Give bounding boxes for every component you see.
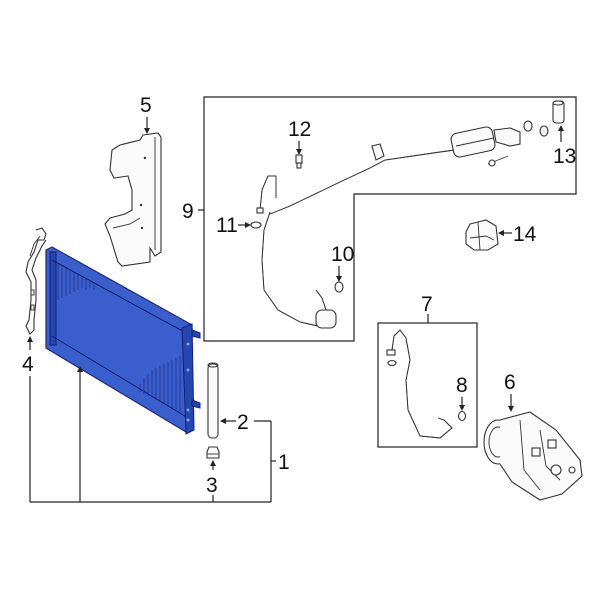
o-ring-upper-b[interactable] (539, 125, 549, 137)
callout-13: 13 (553, 145, 576, 168)
insulator-part[interactable] (465, 219, 499, 251)
o-ring-11-part[interactable] (250, 221, 262, 229)
callout-14: 14 (513, 223, 537, 246)
service-valve-cap-part[interactable] (552, 100, 565, 124)
suction-line-part[interactable] (256, 126, 521, 329)
discharge-hose-part[interactable] (386, 329, 453, 439)
callout-11: 11 (216, 214, 238, 237)
o-ring-7-part[interactable] (387, 359, 397, 367)
receiver-drier-part[interactable] (207, 362, 219, 439)
callout-6: 6 (504, 371, 516, 394)
air-deflector-part[interactable] (104, 132, 162, 267)
condenser-part[interactable] (45, 246, 201, 435)
callout-2: 2 (237, 411, 249, 434)
callout-7: 7 (421, 293, 433, 316)
o-ring-upper-a[interactable] (523, 120, 533, 132)
condenser-bracket-part[interactable] (25, 227, 47, 335)
callout-12: 12 (288, 118, 311, 141)
callout-8: 8 (456, 374, 468, 397)
callout-4: 4 (22, 353, 34, 376)
pressure-switch-part[interactable] (295, 154, 303, 169)
callout-10: 10 (331, 243, 354, 266)
ac-compressor-part[interactable] (483, 411, 583, 501)
drier-plug-part[interactable] (206, 446, 220, 459)
o-ring-10-part[interactable] (334, 281, 344, 293)
group-9-box (203, 96, 577, 342)
callout-5: 5 (140, 94, 152, 117)
callout-1: 1 (278, 451, 290, 474)
callout-3: 3 (206, 474, 218, 497)
o-ring-8-part[interactable] (457, 410, 467, 422)
callout-9: 9 (182, 200, 194, 223)
